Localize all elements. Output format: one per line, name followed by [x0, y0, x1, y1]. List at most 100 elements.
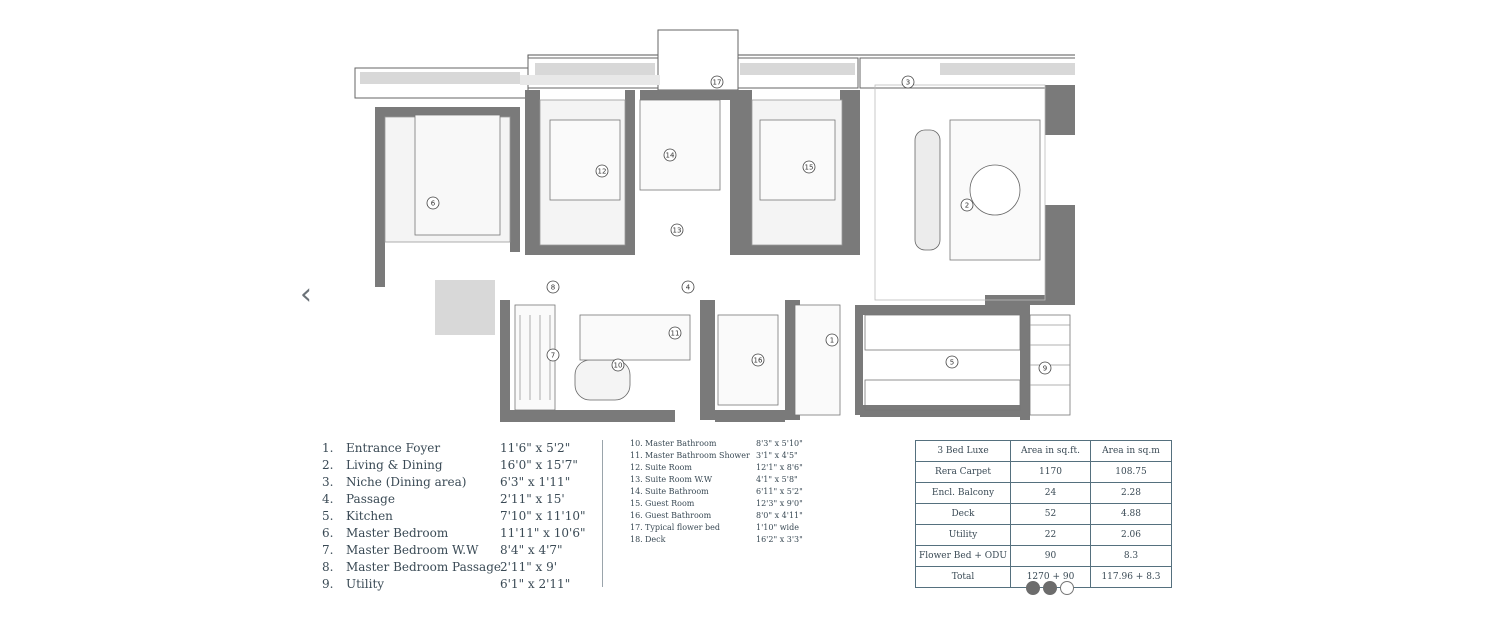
room-number-labels: 123456789101112131415161718: [426, 75, 1052, 375]
area-cell: Total: [915, 566, 1011, 588]
legend-number: 6.: [322, 526, 334, 540]
legend-dimension: 16'0" x 15'7": [500, 458, 578, 472]
room-number-label: 7: [551, 352, 555, 360]
legend-room-name: Utility: [346, 577, 385, 591]
area-cell: 4.88: [1090, 503, 1172, 525]
legend-room-name: Guest Room: [645, 499, 695, 508]
area-cell: 22: [1010, 524, 1091, 546]
legend-room-name: Master Bathroom: [645, 439, 717, 448]
legend-dimension: 12'3" x 9'0": [756, 499, 803, 508]
legend-room-name: Guest Bathroom: [645, 511, 712, 520]
pagination-dot[interactable]: [1043, 581, 1057, 595]
legend-room-name: Living & Dining: [346, 458, 443, 472]
legend-row: 11.Master Bathroom Shower 3'1" x 4'5": [630, 450, 803, 462]
area-cell: Rera Carpet: [915, 461, 1011, 483]
room-number-label: 11: [671, 330, 680, 338]
legend-dimension: 16'2" x 3'3": [756, 535, 803, 544]
room-number-label: 4: [686, 284, 691, 292]
area-cell: 2.06: [1090, 524, 1172, 546]
area-cell: 1170: [1010, 461, 1091, 483]
legend-number: 17.: [630, 523, 643, 532]
legend-number: 11.: [630, 451, 643, 460]
room-number-label: 14: [666, 152, 675, 160]
room-number-label: 17: [713, 79, 722, 87]
legend-dimension: 2'11" x 9': [500, 560, 558, 574]
legend-room-name: Master Bedroom W.W: [346, 543, 479, 557]
room-number-marker: [901, 75, 915, 89]
area-cell: 52: [1010, 503, 1091, 525]
pagination-dot[interactable]: [1060, 581, 1074, 595]
area-cell: 24: [1010, 482, 1091, 504]
room-number-marker: [751, 353, 765, 367]
room-number-marker: [945, 355, 959, 369]
room-number-label: 15: [805, 164, 814, 172]
legend-row: 17.Typical flower bed 1'10" wide: [630, 522, 803, 534]
area-cell: Flower Bed + ODU: [915, 545, 1011, 567]
area-table-row: Flower Bed + ODU 90 8.3: [915, 545, 1172, 567]
legend-number: 13.: [630, 475, 643, 484]
legend-dimension: 1'10" wide: [756, 523, 799, 532]
legend-dimension: 8'0" x 4'11": [756, 511, 803, 520]
room-number-label: 1: [830, 337, 834, 345]
previous-arrow-icon[interactable]: ‹: [300, 277, 312, 312]
area-table-row: Deck 52 4.88: [915, 503, 1172, 525]
legend-row: 15.Guest Room 12'3" x 9'0": [630, 498, 803, 510]
area-cell: 117.96 + 8.3: [1090, 566, 1172, 588]
floor-plan: 123456789101112131415161718: [354, 29, 1075, 422]
pagination-dots: [1026, 581, 1074, 595]
legend-number: 1.: [322, 441, 334, 455]
legend-room-name: Master Bathroom Shower: [645, 451, 750, 460]
room-number-label: 13: [673, 227, 682, 235]
area-header-cell: Area in sq.ft.: [1010, 440, 1091, 462]
room-number-marker: [595, 164, 609, 178]
legend-dimension: 7'10" x 11'10": [500, 509, 586, 523]
area-cell: Utility: [915, 524, 1011, 546]
room-number-label: 6: [431, 200, 436, 208]
floor-plan-walls: [354, 29, 1075, 335]
area-cell: 2.28: [1090, 482, 1172, 504]
legend-room-name: Typical flower bed: [645, 523, 720, 532]
legend-room-name: Deck: [645, 535, 666, 544]
room-number-marker: [426, 196, 440, 210]
legend-room-name: Master Bedroom Passage: [346, 560, 501, 574]
legend-dimension: 4'1" x 5'8": [756, 475, 798, 484]
area-table-row: Total 1270 + 90 117.96 + 8.3: [915, 566, 1172, 588]
area-header-cell: 3 Bed Luxe: [915, 440, 1011, 462]
room-number-label: 8: [551, 284, 555, 292]
legend-dimension: 3'1" x 4'5": [756, 451, 798, 460]
area-table-row: Rera Carpet 1170 108.75: [915, 461, 1172, 483]
legend-number: 7.: [322, 543, 334, 557]
room-number-marker: [611, 358, 625, 372]
legend-number: 18.: [630, 535, 643, 544]
room-number-marker: [710, 75, 724, 89]
area-table-header: 3 Bed Luxe Area in sq.ft. Area in sq.m: [915, 440, 1172, 462]
room-number-label: 9: [1043, 365, 1047, 373]
legend-row: 18.Deck 16'2" x 3'3": [630, 534, 803, 546]
legend-room-name: Suite Bathroom: [645, 487, 709, 496]
area-table-row: Utility 22 2.06: [915, 524, 1172, 546]
room-number-marker: [546, 280, 560, 294]
room-number-marker: [668, 326, 682, 340]
room-number-label: 10: [614, 362, 623, 370]
room-number-marker: [681, 280, 695, 294]
legend-number: 15.: [630, 499, 643, 508]
pagination-dot[interactable]: [1026, 581, 1040, 595]
legend-number: 4.: [322, 492, 334, 506]
legend-room-name: Niche (Dining area): [346, 475, 467, 489]
legend-room-name: Entrance Foyer: [346, 441, 441, 455]
legend-room-name: Suite Room W.W: [645, 475, 713, 484]
area-table-row: Encl. Balcony 24 2.28: [915, 482, 1172, 504]
legend-dimension: 2'11" x 15': [500, 492, 565, 506]
room-number-marker: [670, 223, 684, 237]
